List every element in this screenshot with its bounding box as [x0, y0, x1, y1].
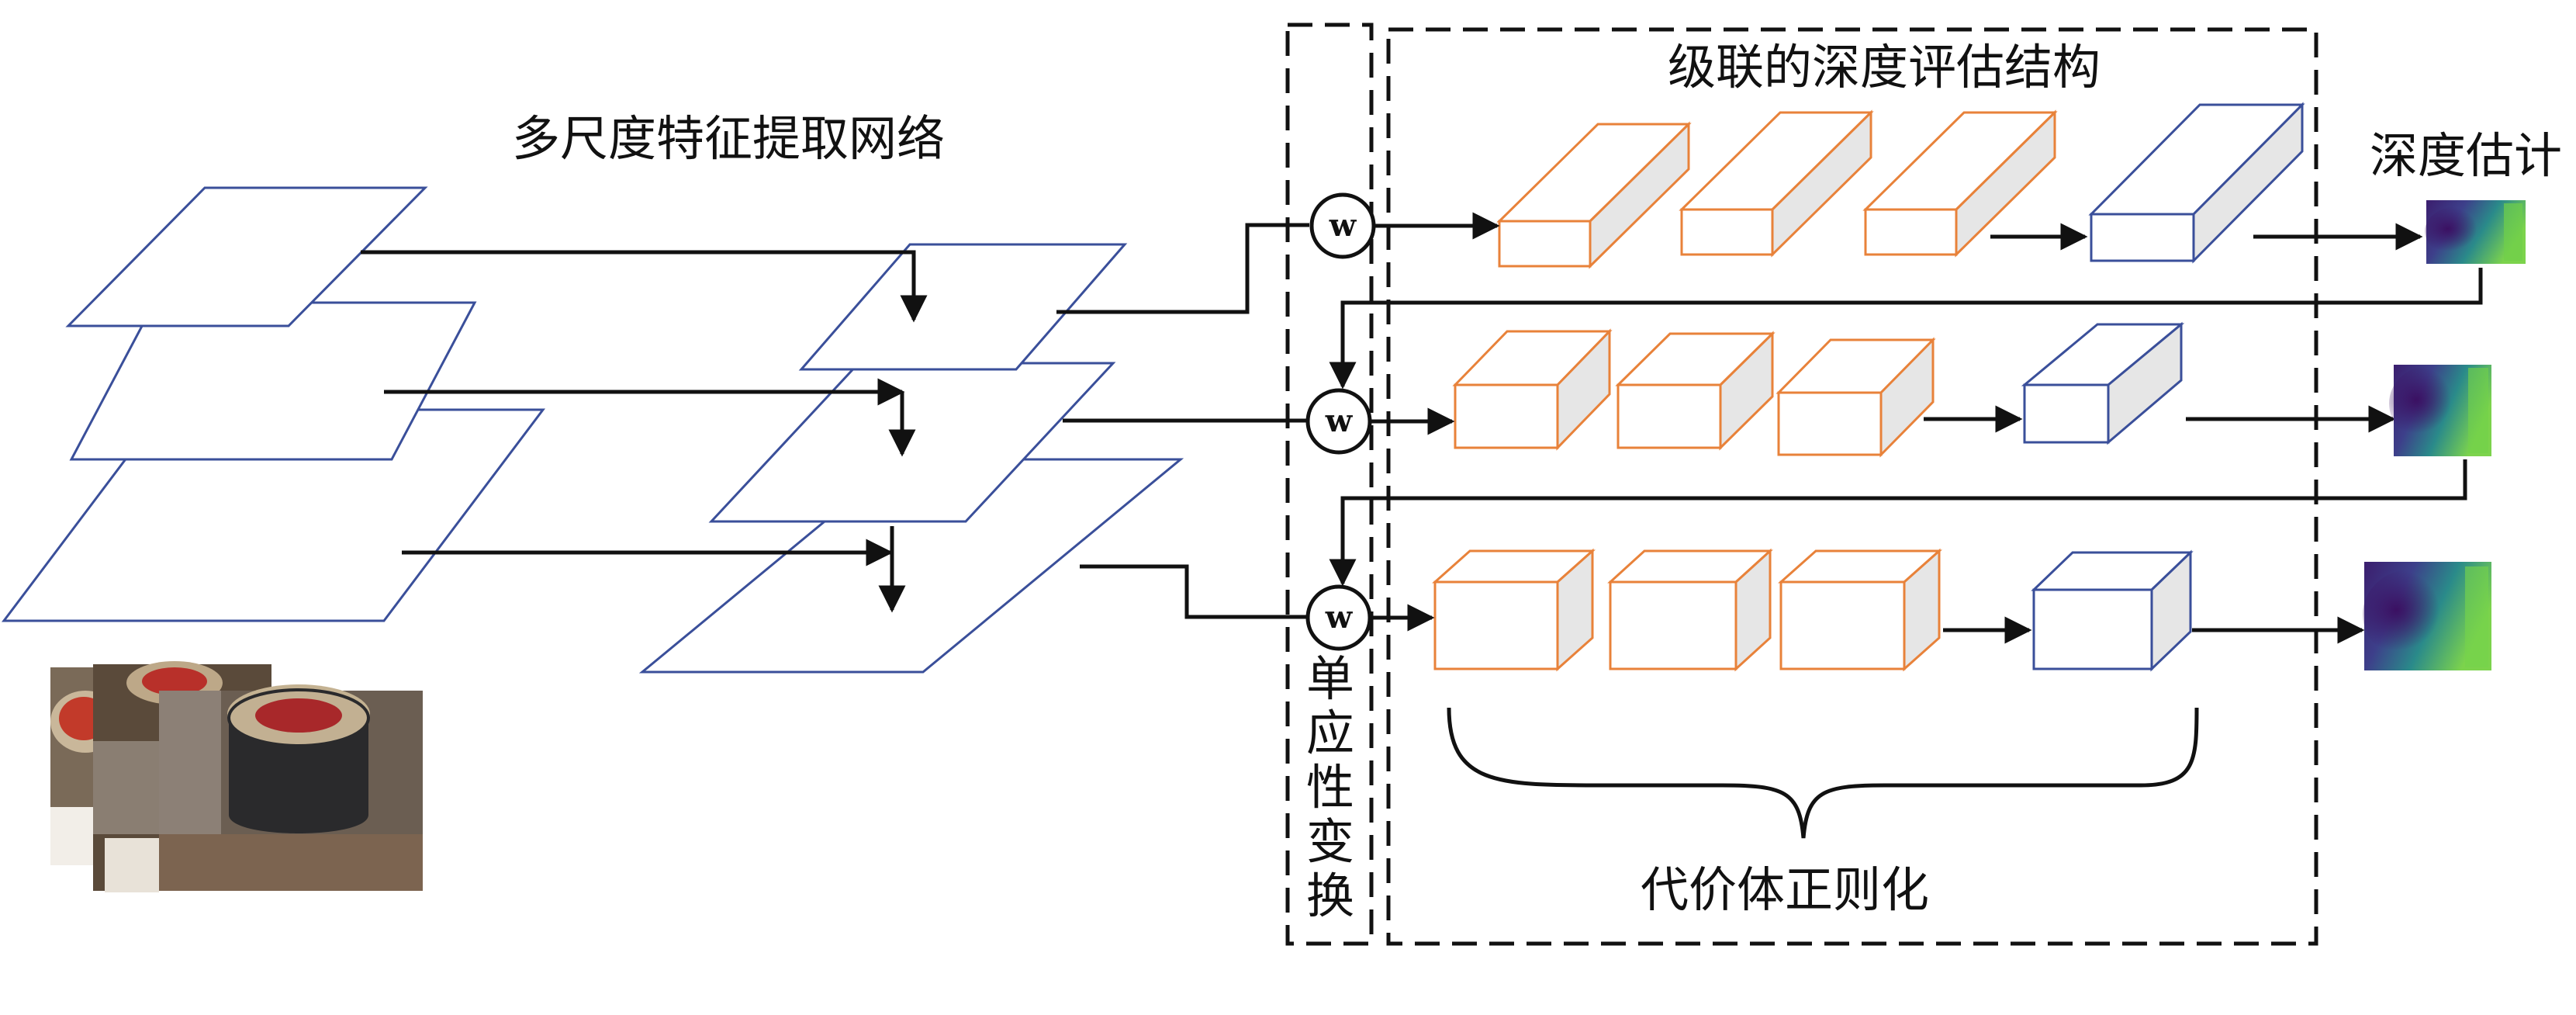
homography-label: 单 应 性 变 换: [1306, 650, 1354, 924]
stage-3-reg-block-1: [1432, 548, 1596, 672]
fused-plane-large: [638, 458, 1184, 674]
homography-dashed-box: [1285, 23, 1374, 946]
svg-text:应: 应: [1306, 705, 1354, 761]
svg-text:单: 单: [1306, 650, 1354, 707]
regularization-brace: [1447, 707, 2199, 839]
feature-to-warp-connections: [1056, 223, 1328, 619]
lateral-connections: [361, 250, 928, 613]
stage-3-output-volume: [2031, 549, 2194, 672]
stage-2-reg-block-1: [1452, 328, 1613, 451]
cascade-dashed-box: [1386, 27, 2318, 946]
depth-map-stage-1: [2425, 200, 2526, 264]
svg-text:性: 性: [1306, 759, 1354, 816]
cost-volume-regularization-label: 代价体正则化: [1641, 861, 1929, 918]
input-plane-medium: [69, 301, 477, 461]
input-feature-pyramid: [1, 186, 546, 622]
feature-network-title: 多尺度特征提取网络: [512, 110, 945, 167]
depth-estimation-title: 深度估计: [2370, 127, 2562, 184]
stage-1-reg-block-2: [1679, 109, 1874, 258]
svg-text:w: w: [1325, 599, 1354, 636]
fused-feature-pyramid: [638, 243, 1184, 674]
depth-map-stage-2: [2389, 365, 2491, 456]
stage-2-output-volume: [2021, 321, 2185, 445]
fused-plane-small: [798, 243, 1128, 371]
depth-maps: [2363, 200, 2526, 670]
input-images: [50, 661, 423, 892]
warp-operators: w w w: [1305, 192, 1376, 651]
svg-text:w: w: [1329, 207, 1357, 244]
stage-1-output-volume: [2088, 102, 2305, 264]
cascade-structure-title: 级联的深度评估结构: [1668, 39, 2101, 95]
svg-text:变: 变: [1306, 813, 1354, 870]
stage-1-reg-block-1: [1496, 121, 1692, 269]
stage-3-cost-volumes: [1432, 548, 2194, 672]
svg-text:换: 换: [1306, 868, 1354, 924]
stage-1-cost-volumes: [1496, 102, 2305, 269]
depth-map-stage-3: [2363, 562, 2491, 670]
stage-2-cost-volumes: [1452, 321, 2185, 458]
stage-1-reg-block-3: [1862, 109, 2058, 258]
input-plane-large: [1, 408, 546, 622]
input-plane-small: [65, 186, 428, 327]
stage-3-reg-block-2: [1607, 548, 1773, 672]
stage-3-reg-block-3: [1778, 548, 1942, 672]
flow-arrows: [1329, 212, 2483, 644]
svg-text:w: w: [1325, 403, 1354, 439]
stage-2-reg-block-2: [1615, 331, 1776, 451]
stage-2-reg-block-3: [1776, 337, 1936, 458]
